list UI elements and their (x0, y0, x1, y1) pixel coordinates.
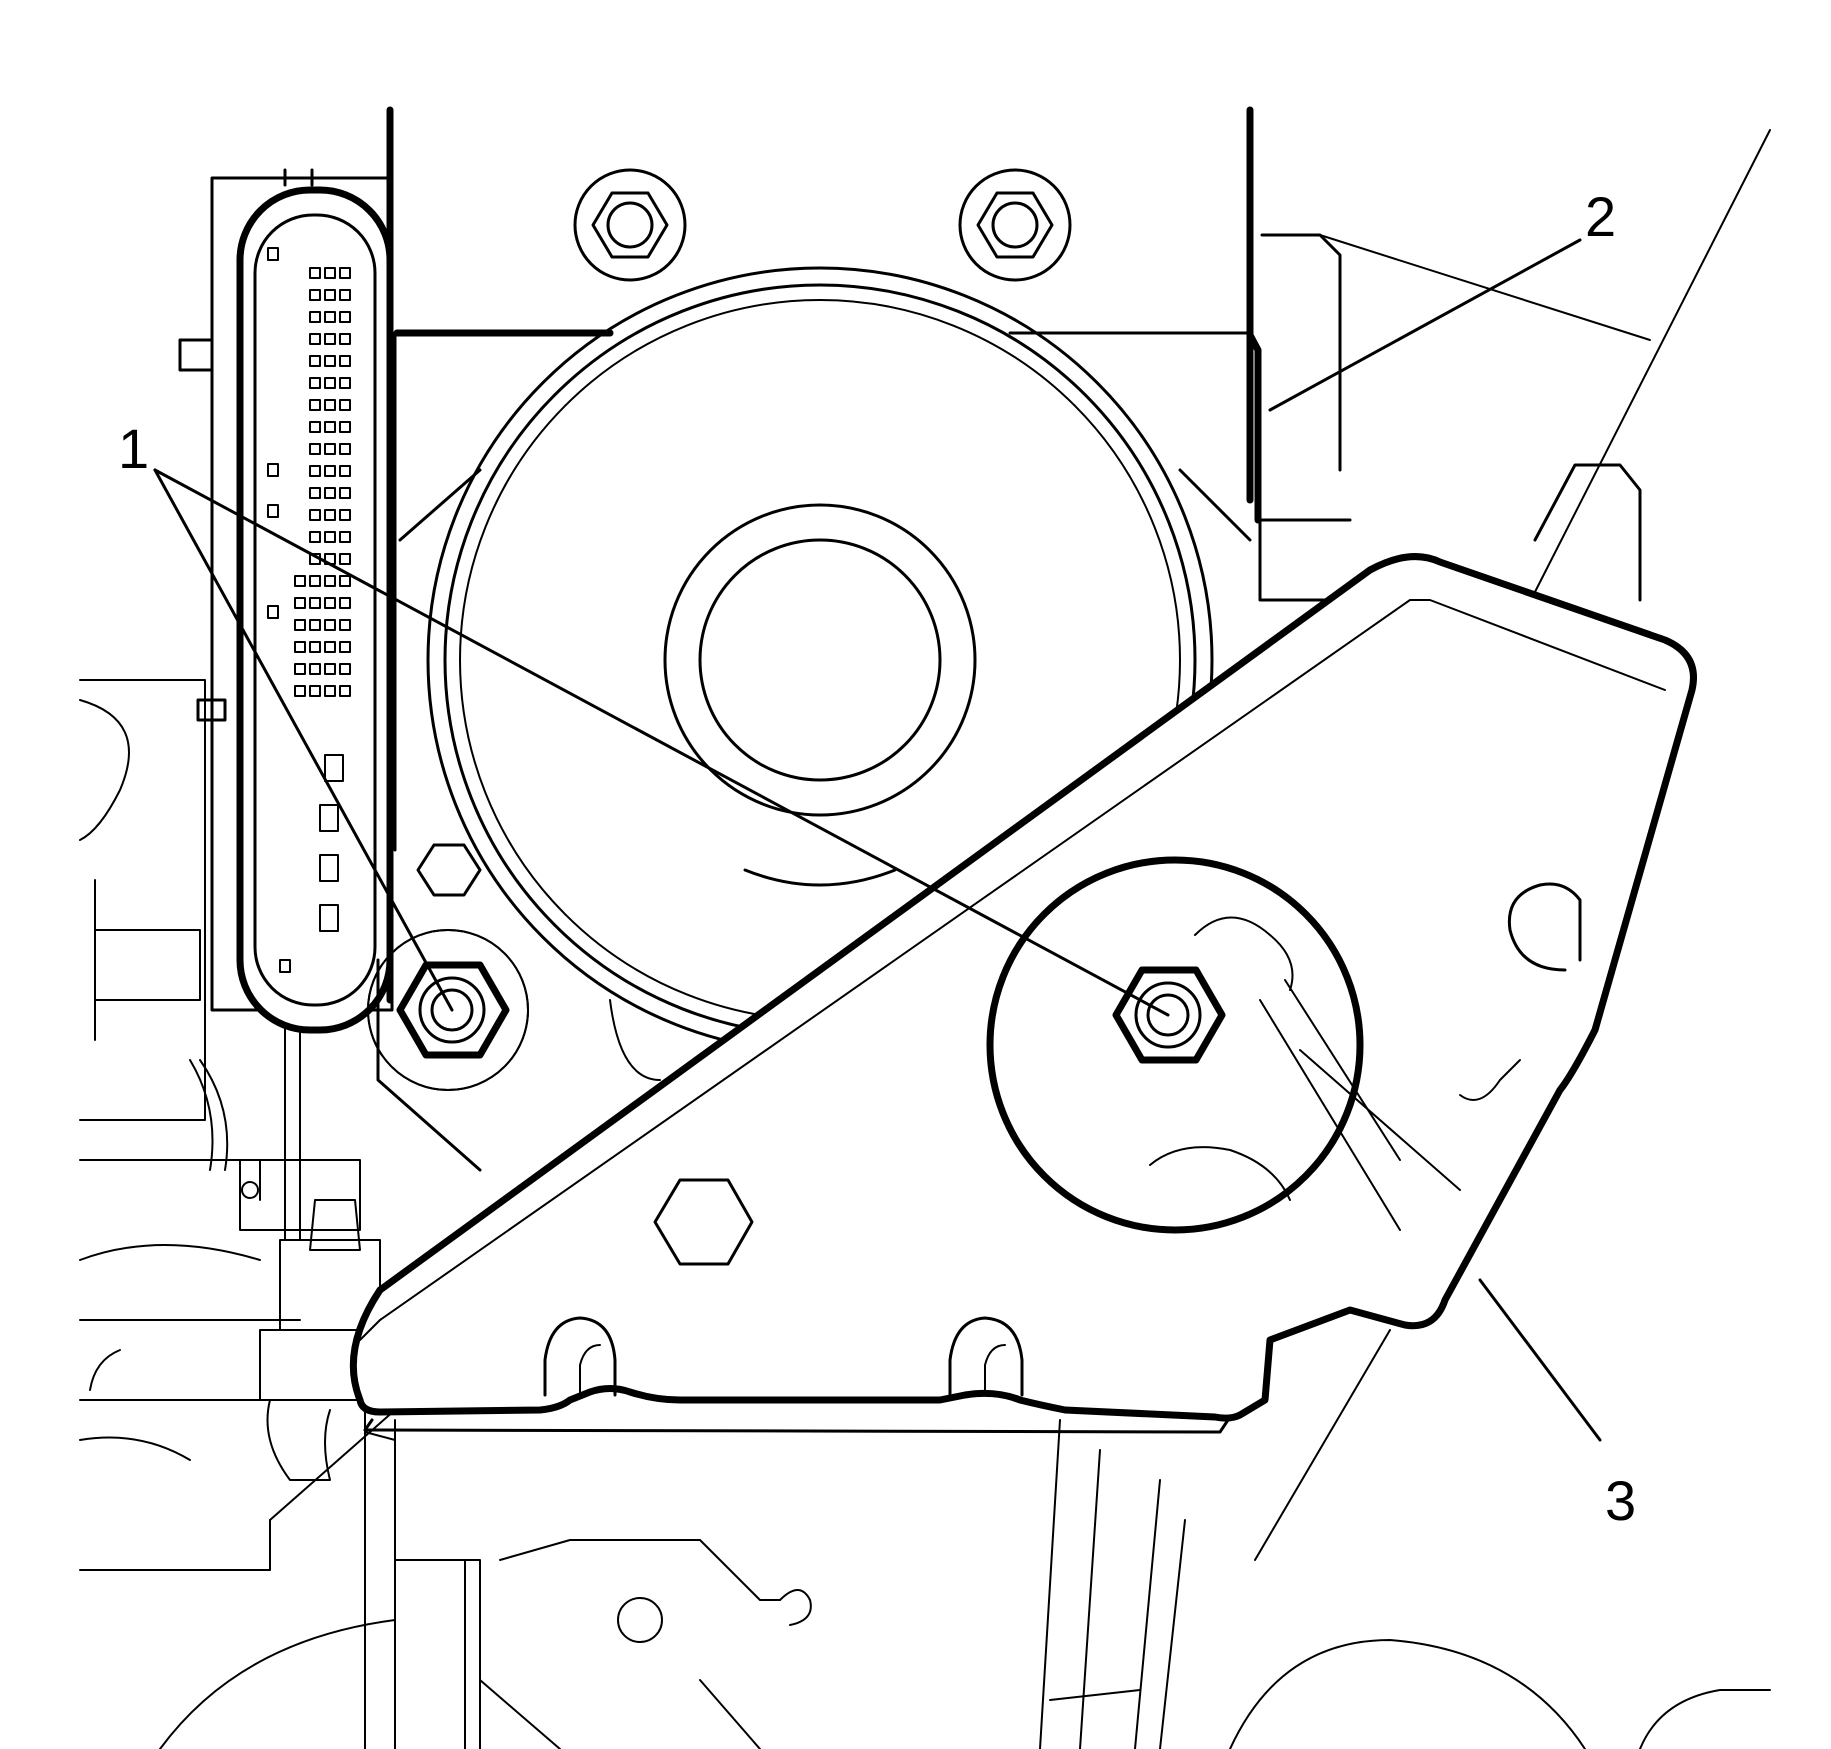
callout-3: 3 (1605, 1469, 1636, 1532)
lower-right-structure (479, 1329, 1771, 1749)
top-nut-right (958, 168, 1072, 282)
left-structure (79, 679, 481, 1749)
abs-bracket (349, 553, 1697, 1441)
top-nut-left (573, 168, 687, 282)
leader-1-left (153, 468, 454, 1012)
electrical-connector (178, 168, 394, 1034)
leader-3 (1478, 1278, 1602, 1442)
callout-1: 1 (118, 417, 149, 480)
leader-1-right (153, 468, 1170, 1017)
connector-pins (267, 247, 351, 973)
leader-2 (1268, 238, 1582, 412)
leader-lines (153, 238, 1602, 1442)
callout-2: 2 (1585, 185, 1616, 248)
